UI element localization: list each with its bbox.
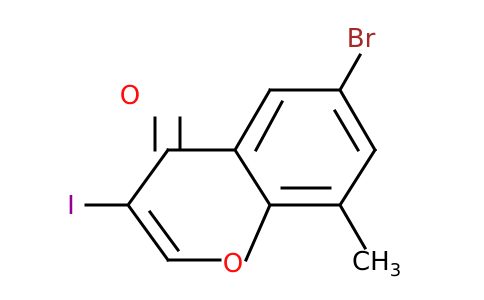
bond-c6-c7-inner (332, 108, 361, 153)
ring-oxygen-label: O (223, 249, 243, 279)
bond-c7-c8 (337, 147, 378, 208)
bond-c6-c7 (337, 87, 378, 153)
bond-c4a-c5-inner (253, 99, 285, 153)
methyl-main: CH (352, 247, 390, 277)
carbonyl-oxygen-label: O (120, 81, 140, 111)
bond-c3-c2-inner (147, 209, 181, 253)
methyl-subscript: 3 (390, 260, 401, 281)
bromine-label: Br (347, 24, 376, 54)
bond-c8-methyl (337, 202, 368, 251)
bond-c6-bromine (337, 52, 363, 93)
bond-c4-c3 (125, 147, 171, 208)
iodine-label: I (67, 191, 75, 221)
bond-c4a-c8a (232, 147, 273, 208)
bonds (84, 52, 378, 263)
bond-c3-c2 (125, 202, 171, 263)
methyl-label: CH3 (352, 247, 401, 281)
atom-labels: O O I Br CH3 (67, 24, 401, 281)
bond-o1-c8a (244, 203, 272, 262)
bond-c4a-c5 (232, 87, 273, 153)
